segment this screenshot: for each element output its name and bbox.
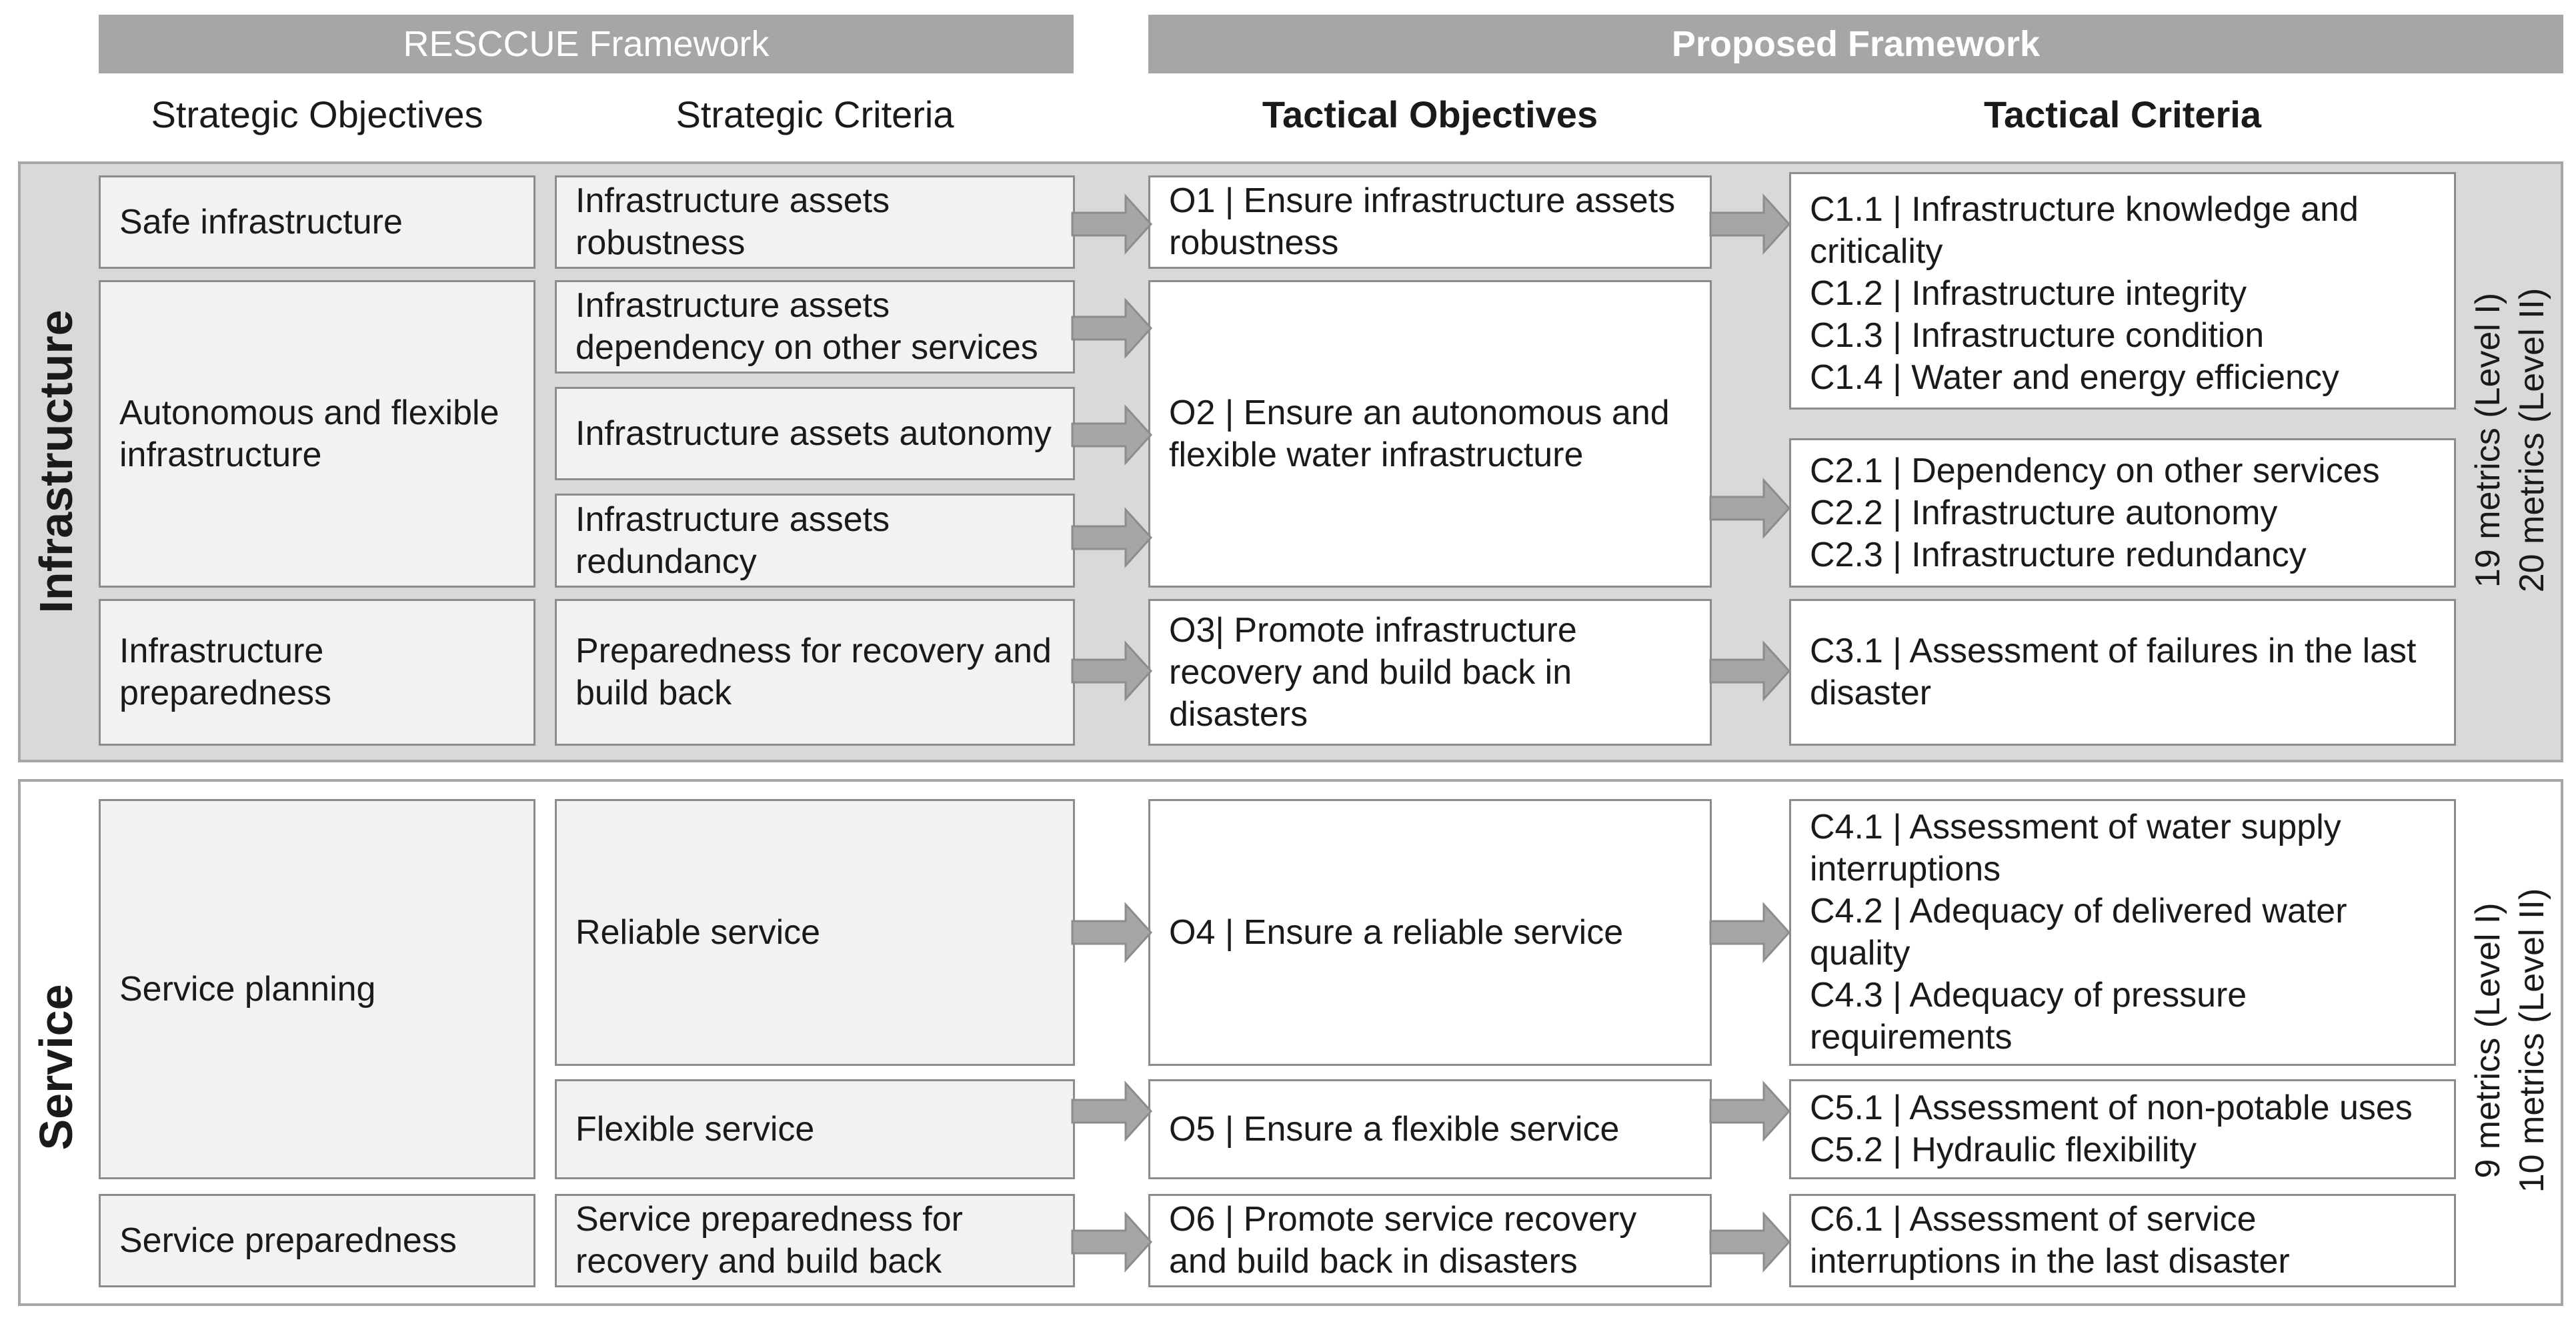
arrow-reliable-to-o4 (1071, 903, 1152, 962)
tactical-criterion-c1-2: C1.2 | Infrastructure integrity (1810, 274, 2247, 313)
tactical-criterion-c5-2: C5.2 | Hydraulic flexibility (1810, 1131, 2197, 1169)
tactical-criteria-group-4: C4.1 | Assessment of water supply interr… (1789, 799, 2456, 1066)
tactical-criteria-group-1: C1.1 | Infrastructure knowledge and crit… (1789, 172, 2456, 410)
tactical-objective-text: O2 | Ensure an autonomous and flexible w… (1169, 393, 1670, 474)
arrow-o5-to-c5 (1709, 1082, 1790, 1141)
arrow-o4-to-c4 (1709, 903, 1790, 962)
tactical-criterion-c1-1: C1.1 | Infrastructure knowledge and crit… (1810, 190, 2359, 271)
col-strategic-objectives: Strategic Objectives (151, 93, 483, 135)
tactical-criterion-c1-4: C1.4 | Water and energy efficiency (1810, 358, 2339, 397)
tactical-criterion-c3-1: C3.1 | Assessment of failures in the las… (1810, 632, 2417, 712)
col-strategic-criteria: Strategic Criteria (676, 93, 954, 135)
tactical-criterion-c4-3: C4.3 | Adequacy of pressure requirements (1810, 976, 2247, 1057)
tactical-objective-o5: O5 | Ensure a flexible service (1148, 1079, 1712, 1179)
strategic-criterion-text: Infrastructure assets robustness (575, 181, 890, 262)
strategic-criterion-redundancy: Infrastructure assets redundancy (555, 494, 1075, 588)
strategic-objective-text: Safe infrastructure (119, 202, 403, 241)
arrow-criterion-autonomy-to-o2 (1071, 406, 1152, 464)
tactical-criterion-c4-2: C4.2 | Adequacy of delivered water quali… (1810, 892, 2347, 972)
strategic-criterion-reliable-service: Reliable service (555, 799, 1075, 1066)
arrow-criterion-robustness-to-o1 (1071, 195, 1152, 253)
tactical-objective-o4: O4 | Ensure a reliable service (1148, 799, 1712, 1066)
strategic-criterion-text: Infrastructure assets redundancy (575, 500, 890, 581)
tactical-criteria-group-2: C2.1 | Dependency on other services C2.2… (1789, 438, 2456, 588)
arrow-o2-to-c2 (1709, 479, 1790, 538)
col-tactical-objectives: Tactical Objectives (1262, 93, 1598, 135)
tactical-criterion-c1-3: C1.3 | Infrastructure condition (1810, 316, 2265, 355)
arrow-criterion-redundancy-to-o2 (1071, 508, 1152, 567)
strategic-objective-safe-infrastructure: Safe infrastructure (99, 175, 535, 269)
strategic-objective-autonomous-flexible: Autonomous and flexible infrastructure (99, 280, 535, 588)
tactical-objective-text: O3| Promote infrastructure recovery and … (1169, 610, 1577, 734)
tactical-criterion-c2-2: C2.2 | Infrastructure autonomy (1810, 493, 2278, 532)
strategic-criterion-text: Infrastructure assets autonomy (575, 414, 1052, 453)
arrow-o3-to-c3 (1709, 642, 1790, 700)
tactical-objective-o1: O1 | Ensure infrastructure assets robust… (1148, 175, 1712, 269)
col-tactical-criteria: Tactical Criteria (1983, 93, 2262, 135)
tactical-objective-o6: O6 | Promote service recovery and build … (1148, 1194, 1712, 1287)
strategic-objective-text: Autonomous and flexible infrastructure (119, 393, 499, 474)
tactical-objective-o3: O3| Promote infrastructure recovery and … (1148, 599, 1712, 746)
strategic-criterion-text: Infrastructure assets dependency on othe… (575, 286, 1038, 367)
arrow-service-preparedness-to-o6 (1071, 1213, 1152, 1271)
strategic-criterion-text: Flexible service (575, 1109, 815, 1149)
strategic-objective-text: Service preparedness (119, 1221, 457, 1260)
tactical-criterion-c2-1: C2.1 | Dependency on other services (1810, 451, 2380, 490)
strategic-criterion-robustness: Infrastructure assets robustness (555, 175, 1075, 269)
strategic-criterion-service-preparedness: Service preparedness for recovery and bu… (555, 1194, 1075, 1287)
tactical-criteria-group-6: C6.1 | Assessment of service interruptio… (1789, 1194, 2456, 1287)
strategic-criterion-flexible-service: Flexible service (555, 1079, 1075, 1179)
proposed-framework-banner: Proposed Framework (1148, 15, 2563, 73)
tactical-criteria-group-5: C5.1 | Assessment of non-potable uses C5… (1789, 1079, 2456, 1179)
strategic-objective-service-preparedness: Service preparedness (99, 1194, 535, 1287)
arrow-o1-to-c1 (1709, 195, 1790, 253)
tactical-criterion-c4-1: C4.1 | Assessment of water supply interr… (1810, 808, 2341, 888)
strategic-objective-infrastructure-preparedness: Infrastructure preparedness (99, 599, 535, 746)
arrow-criterion-dependency-to-o2 (1071, 299, 1152, 358)
tactical-criterion-c5-1: C5.1 | Assessment of non-potable uses (1810, 1089, 2413, 1127)
strategic-criterion-preparedness: Preparedness for recovery and build back (555, 599, 1075, 746)
strategic-criterion-dependency: Infrastructure assets dependency on othe… (555, 280, 1075, 374)
tactical-objective-text: O5 | Ensure a flexible service (1169, 1109, 1620, 1149)
tactical-objective-text: O6 | Promote service recovery and build … (1169, 1200, 1637, 1281)
strategic-objective-text: Service planning (119, 969, 376, 1009)
arrow-criterion-preparedness-to-o3 (1071, 642, 1152, 700)
strategic-criterion-text: Reliable service (575, 912, 821, 952)
tactical-objective-text: O1 | Ensure infrastructure assets robust… (1169, 181, 1676, 262)
tactical-criteria-group-3: C3.1 | Assessment of failures in the las… (1789, 599, 2456, 746)
strategic-criterion-text: Preparedness for recovery and build back (575, 632, 1052, 712)
arrow-flexible-to-o5 (1071, 1082, 1152, 1141)
rescue-framework-banner: RESCCUE Framework (99, 15, 1074, 73)
tactical-objective-text: O4 | Ensure a reliable service (1169, 912, 1624, 952)
strategic-objective-text: Infrastructure preparedness (119, 632, 331, 712)
tactical-criterion-c2-3: C2.3 | Infrastructure redundancy (1810, 535, 2307, 574)
strategic-criterion-text: Service preparedness for recovery and bu… (575, 1200, 963, 1281)
strategic-criterion-autonomy: Infrastructure assets autonomy (555, 387, 1075, 480)
strategic-objective-service-planning: Service planning (99, 799, 535, 1179)
arrow-o6-to-c6 (1709, 1213, 1790, 1271)
tactical-criterion-c6-1: C6.1 | Assessment of service interruptio… (1810, 1200, 2290, 1281)
